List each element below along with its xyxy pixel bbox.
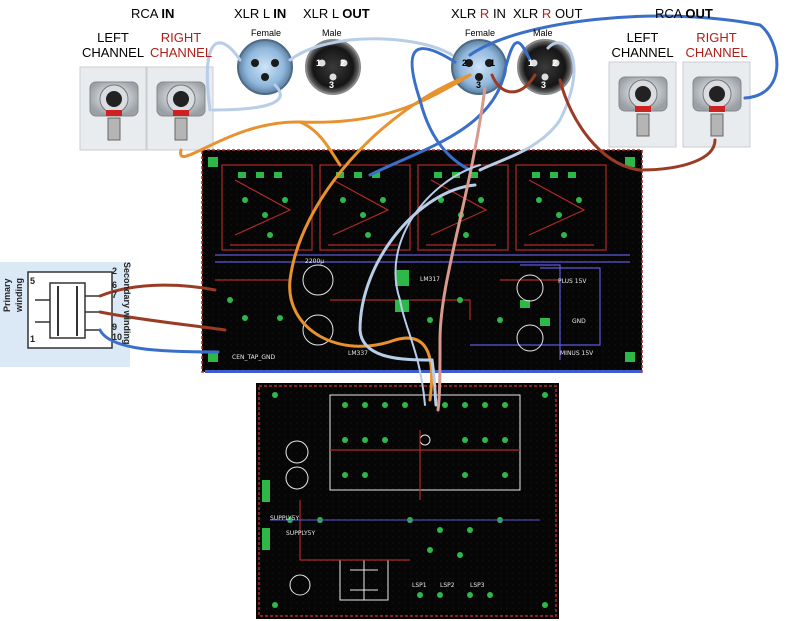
xlr-left-out-male	[305, 39, 361, 95]
transformer-pin-5: 5	[30, 276, 36, 286]
transformer-primary-label: Primary	[2, 278, 12, 312]
pcb-2200-label: 2200µ	[305, 258, 325, 265]
transformer-pin-1: 1	[30, 334, 36, 344]
pcb-lsp1-label: LSP1	[412, 582, 427, 589]
xlr-r-in-pin-2: 2	[462, 58, 468, 68]
rca-in-right-jack	[146, 66, 214, 151]
transformer-winding-label: winding	[14, 278, 24, 312]
transformer-pin-10: 10	[112, 332, 123, 342]
pcb-cen-tap-label: CEN_TAP_GND	[232, 354, 276, 361]
transformer-pin-9: 9	[112, 322, 118, 332]
xlr-l-out-male-label: Male	[322, 28, 342, 38]
xlr-left-in-female	[237, 39, 293, 95]
wires	[98, 14, 779, 412]
xlr-r-in-pin-3: 3	[476, 80, 482, 90]
pcb-supply1-label: SUPPLY5Y	[270, 515, 300, 522]
pcb-top	[201, 149, 643, 373]
rca-out-title: RCA OUT	[655, 6, 713, 21]
pcb-top-capacitors	[302, 264, 544, 352]
pcb-minus15-label: MINUS 15V	[560, 350, 594, 357]
rca-in-left-jack	[79, 66, 147, 151]
xlr-r-in-title: XLR R IN	[451, 6, 506, 21]
xlr-r-out-male-label: Male	[533, 28, 553, 38]
pcb-lsp3-label: LSP3	[470, 582, 485, 589]
rca-in-title: RCA IN	[131, 6, 175, 21]
xlr-r-out-pin-1: 1	[528, 58, 534, 68]
pcb-gnd-label: GND	[572, 318, 586, 325]
pcb-lsp2-label: LSP2	[440, 582, 455, 589]
xlr-l-out-pin-1: 1	[316, 58, 322, 68]
rca-out-right-jack	[682, 61, 751, 148]
xlr-l-out-pin-2: 2	[340, 58, 346, 68]
transformer-pin-2: 2	[112, 266, 118, 276]
pcb-supply2-label: SUPPLY5Y	[286, 530, 316, 537]
transformer-secondary-label: Secondary winding	[122, 262, 132, 345]
xlr-r-in-pin-1: 1	[490, 58, 496, 68]
xlr-r-out-pin-2: 2	[552, 58, 558, 68]
xlr-l-in-title: XLR L IN	[234, 6, 287, 21]
pcb-lm317-label: LM317	[420, 276, 440, 283]
xlr-r-out-pin-3: 3	[541, 80, 547, 90]
pcb-plus15-label: PLUS 15V	[558, 278, 587, 285]
xlr-l-in-female-label: Female	[251, 28, 282, 38]
xlr-r-out-title: XLR R OUT	[513, 6, 583, 21]
transformer-pin-6: 6	[112, 280, 118, 290]
xlr-r-in-female-label: Female	[465, 28, 496, 38]
xlr-l-out-title: XLR L OUT	[303, 6, 370, 21]
transformer-pin-7: 7	[112, 290, 118, 300]
xlr-right-in-female	[451, 39, 507, 95]
xlr-l-out-pin-3: 3	[329, 80, 335, 90]
rca-out-left-jack	[608, 61, 677, 148]
pcb-bottom	[256, 383, 559, 619]
pcb-lm337-label: LM337	[348, 350, 368, 357]
